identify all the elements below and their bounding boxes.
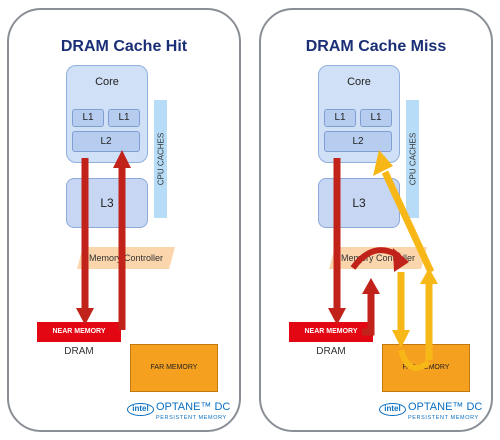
l1-cache-box: L1 — [324, 109, 356, 127]
intel-logo-icon: intel — [127, 403, 154, 416]
l1-cache-box: L1 — [360, 109, 392, 127]
memory-controller: Memory Controller — [77, 247, 175, 269]
near-memory-box: NEAR MEMORY — [289, 322, 373, 342]
cache-miss-panel: DRAM Cache Miss Core L1 L1 L2 L3 CPU CAC… — [259, 8, 493, 432]
l3-cache-box: L3 — [318, 178, 400, 228]
cpu-caches-label: CPU CACHES — [156, 132, 165, 186]
memory-controller: Memory Controller — [329, 247, 427, 269]
cpu-caches-label: CPU CACHES — [408, 132, 417, 186]
red-up-arrow-head — [362, 278, 380, 294]
core-box: Core L1 L1 L2 — [318, 65, 400, 163]
far-memory-box: FAR MEMORY — [130, 344, 218, 392]
l1-cache-box: L1 — [108, 109, 140, 127]
far-memory-box: FAR MEMORY — [382, 344, 470, 392]
near-memory-box: NEAR MEMORY — [37, 322, 121, 342]
core-label: Core — [95, 76, 119, 88]
optane-wordmark: OPTANE™ DC — [408, 401, 483, 413]
intel-logo-icon: intel — [379, 403, 406, 416]
l1-cache-box: L1 — [72, 109, 104, 127]
cache-hit-panel: DRAM Cache Hit Core L1 L1 L2 L3 CPU CACH… — [7, 8, 241, 432]
intel-optane-logo: intel OPTANE™ DC PERSISTENT MEMORY — [379, 399, 491, 427]
panel-title: DRAM Cache Miss — [305, 38, 447, 55]
cpu-caches-bar: CPU CACHES — [154, 100, 167, 218]
persistent-memory-tagline: PERSISTENT MEMORY — [408, 415, 479, 421]
l3-cache-box: L3 — [66, 178, 148, 228]
l2-cache-box: L2 — [72, 131, 140, 152]
l2-cache-box: L2 — [324, 131, 392, 152]
yellow-up-arrow-head — [420, 268, 438, 284]
panel-title: DRAM Cache Hit — [60, 38, 188, 55]
cpu-caches-bar: CPU CACHES — [406, 100, 419, 218]
dram-label: DRAM — [316, 346, 346, 357]
dram-label: DRAM — [64, 346, 94, 357]
optane-wordmark: OPTANE™ DC — [156, 401, 231, 413]
intel-optane-logo: intel OPTANE™ DC PERSISTENT MEMORY — [127, 399, 239, 427]
core-label: Core — [347, 76, 371, 88]
core-box: Core L1 L1 L2 — [66, 65, 148, 163]
persistent-memory-tagline: PERSISTENT MEMORY — [156, 415, 227, 421]
